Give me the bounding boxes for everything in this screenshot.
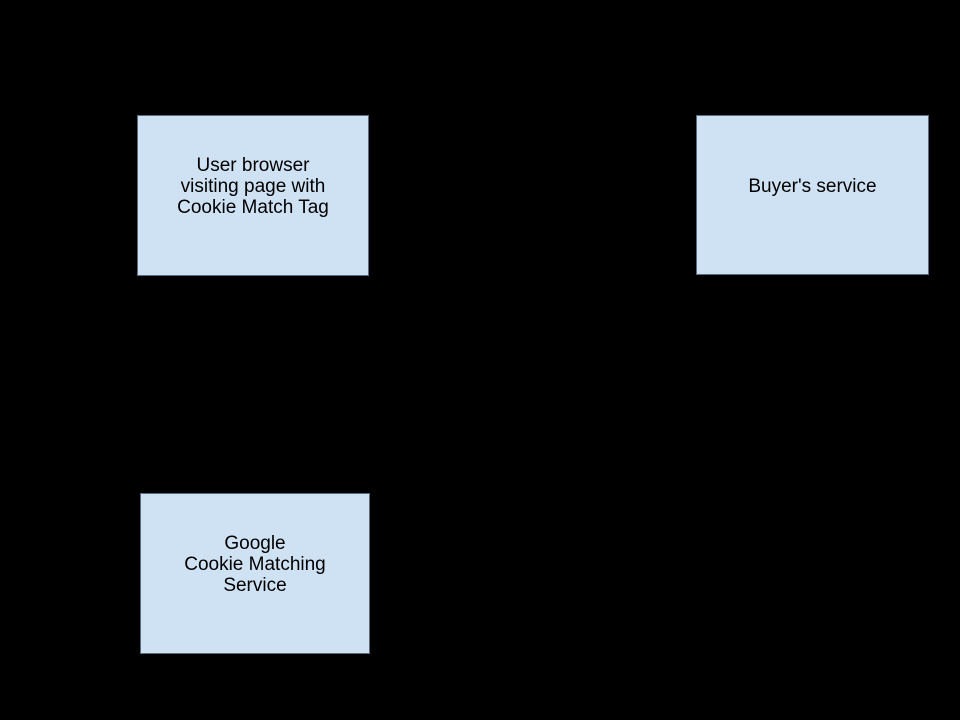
node-google-cookie-matching-service: Google Cookie Matching Service — [140, 493, 370, 654]
node-user-browser-label: User browser visiting page with Cookie M… — [177, 155, 329, 218]
node-google-cookie-matching-service-label: Google Cookie Matching Service — [184, 533, 326, 596]
node-buyers-service-label: Buyer's service — [748, 175, 877, 197]
node-user-browser: User browser visiting page with Cookie M… — [137, 115, 369, 276]
node-buyers-service: Buyer's service — [696, 115, 929, 275]
